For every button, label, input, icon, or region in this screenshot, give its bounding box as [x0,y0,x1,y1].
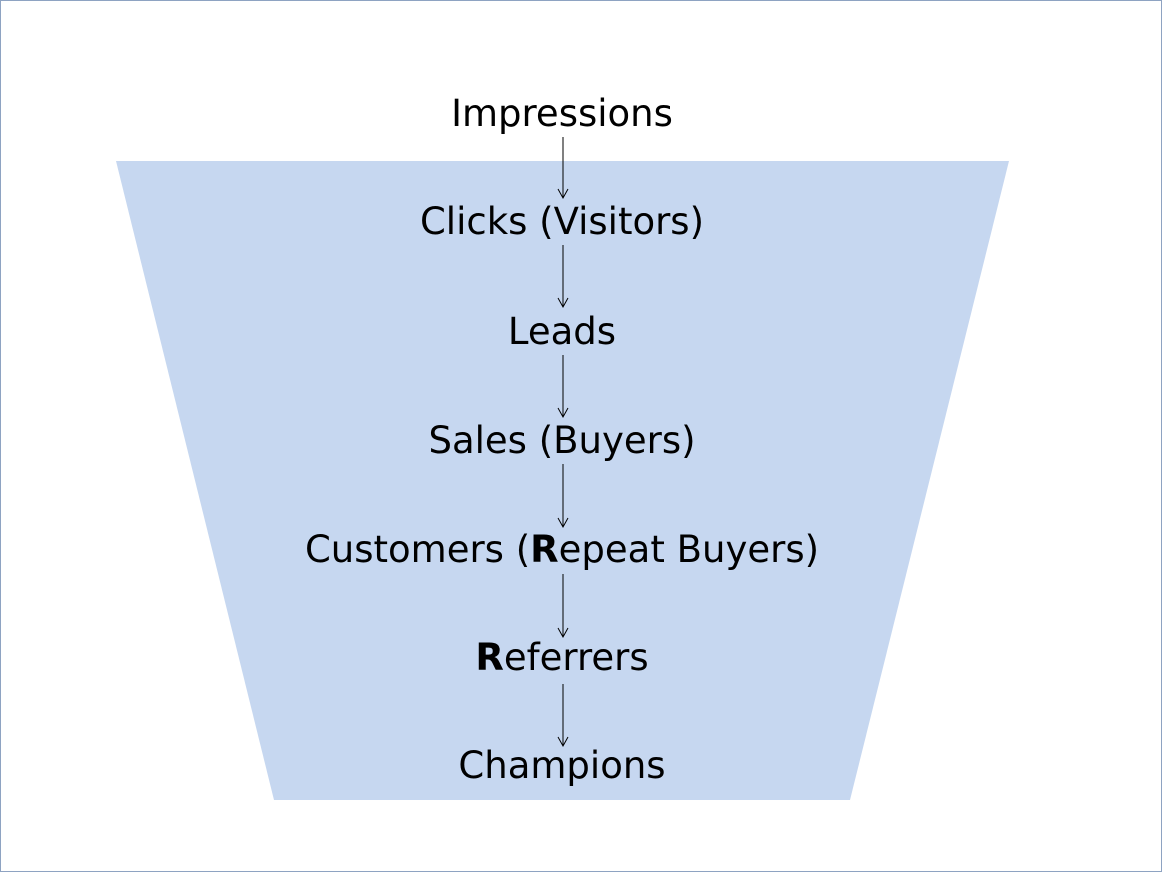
arrow-customers-to-referrers [557,574,569,639]
arrow-leads-to-sales [557,355,569,419]
stage-impressions: Impressions [451,92,673,135]
arrow-impressions-to-clicks [557,137,569,200]
arrow-referrers-to-champions [557,684,569,748]
flow-arrows [557,137,569,748]
stage-leads: Leads [507,310,617,353]
stage-referrers: Referrers [475,636,649,679]
arrow-sales-to-customers [557,464,569,529]
stage-customers: Customers (Repeat Buyers) [304,528,820,571]
arrow-clicks-to-leads [557,245,569,309]
stage-champions: Champions [458,744,666,787]
stage-clicks: Clicks (Visitors) [419,200,705,243]
stage-sales: Sales (Buyers) [428,419,696,462]
